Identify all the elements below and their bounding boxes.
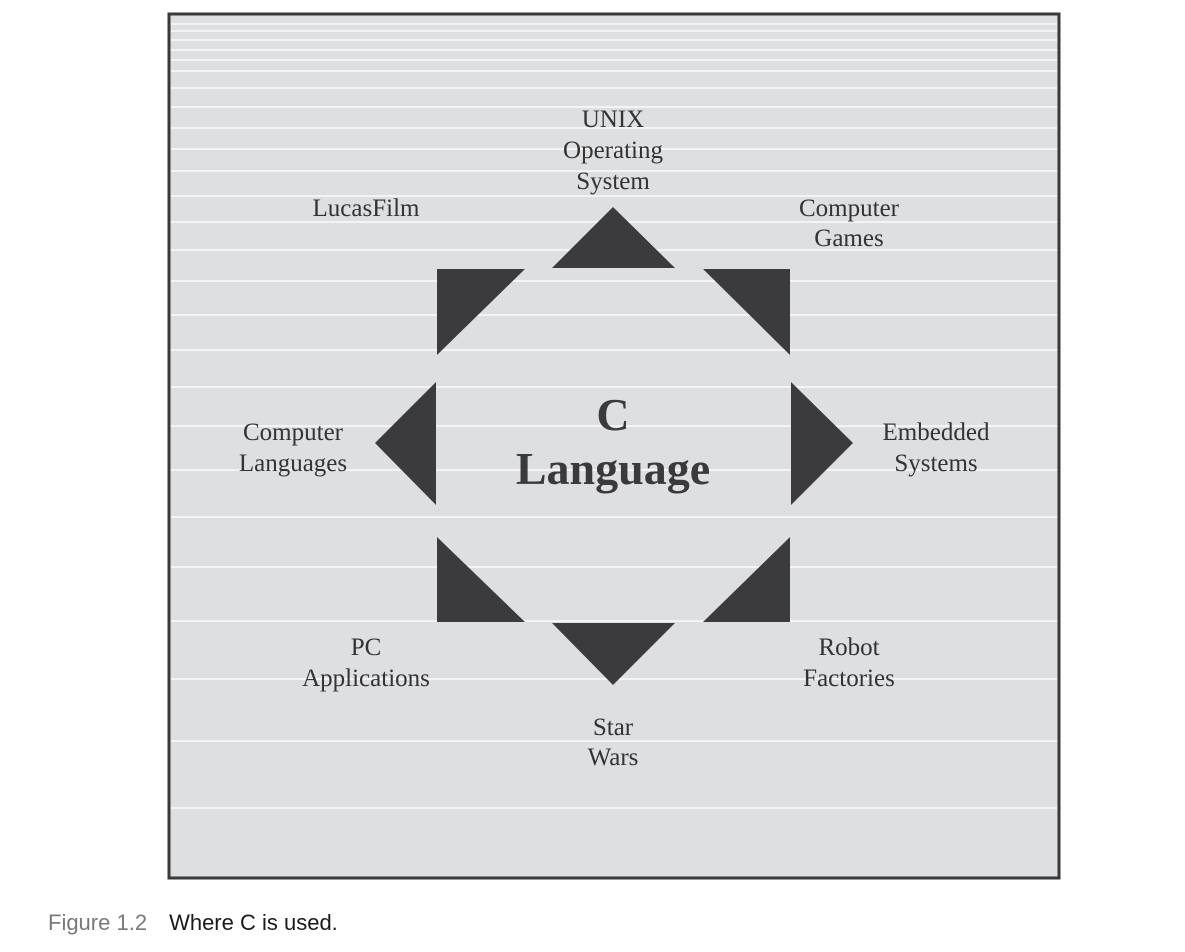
- label-embedded-systems: Embedded Systems: [883, 419, 990, 477]
- label-line: UNIX: [582, 106, 645, 133]
- center-label-c: C: [596, 389, 629, 440]
- label-line: Embedded: [883, 419, 990, 446]
- arrow-top: [552, 207, 675, 268]
- arrow-right: [791, 382, 853, 505]
- center-label-language: Language: [516, 443, 710, 494]
- label-line: Wars: [588, 744, 639, 771]
- panel-stripes: [171, 23, 1057, 809]
- diagram-panel: [167, 12, 1061, 880]
- label-robot-factories: Robot Factories: [803, 634, 895, 692]
- figure-caption: Figure 1.2 Where C is used.: [48, 910, 338, 942]
- label-line: Computer: [799, 195, 900, 222]
- label-line: Robot: [818, 634, 879, 661]
- arrow-bottom-right: [703, 537, 790, 622]
- arrows: [375, 207, 853, 685]
- label-line: Factories: [803, 665, 895, 692]
- label-lucasfilm: LucasFilm: [313, 195, 420, 222]
- arrow-left: [375, 382, 436, 505]
- label-line: Languages: [239, 450, 347, 477]
- label-pc-applications: PC Applications: [302, 634, 430, 692]
- label-line: LucasFilm: [313, 195, 420, 222]
- label-line: Star: [593, 714, 634, 741]
- arrow-top-left: [437, 269, 525, 355]
- figure-caption-text: Where C is used.: [169, 910, 338, 935]
- label-line: Operating: [563, 137, 663, 164]
- label-line: Applications: [302, 665, 430, 692]
- label-computer-languages: Computer Languages: [239, 419, 347, 477]
- label-line: Games: [814, 225, 883, 252]
- label-line: Systems: [894, 450, 977, 477]
- label-star-wars: Star Wars: [588, 714, 639, 771]
- arrow-top-right: [703, 269, 790, 355]
- figure-number: Figure 1.2: [48, 910, 148, 935]
- label-line: PC: [351, 634, 382, 661]
- label-line: System: [576, 168, 650, 195]
- label-line: Computer: [243, 419, 344, 446]
- arrow-bottom-left: [437, 537, 525, 622]
- label-computer-games: Computer Games: [799, 195, 900, 252]
- label-unix-operating-system: UNIX Operating System: [563, 106, 663, 195]
- arrow-bottom: [552, 623, 675, 685]
